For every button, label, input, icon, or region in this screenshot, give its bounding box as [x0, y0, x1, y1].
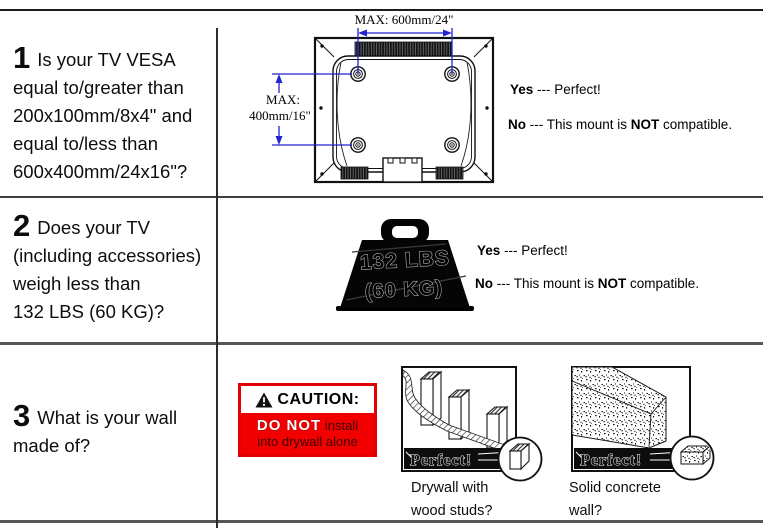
- perfect-banner-drywall-label: Perfect!: [410, 452, 472, 469]
- caution-header: CAUTION:: [241, 386, 374, 413]
- top-border: [0, 9, 763, 11]
- column-divider: [216, 28, 218, 528]
- concrete-slab: [571, 366, 667, 449]
- question-1-number: 1: [13, 40, 31, 75]
- question-3-number: 3: [13, 398, 31, 433]
- bottom-border: [0, 520, 763, 523]
- dimension-vertical: [272, 73, 352, 146]
- answer-yes-1: Yes --- Perfect!: [510, 82, 601, 97]
- answer-no-2: No --- This mount is NOT compatible.: [475, 276, 700, 291]
- drywall-diagram: Perfect!: [401, 366, 543, 482]
- question-3-line-2: made of?: [13, 435, 91, 456]
- answer-no-1: No --- This mount is NOT compatible.: [508, 117, 733, 132]
- top-vent: [354, 41, 453, 57]
- question-1-line-5: 600x400mm/24x16"?: [13, 161, 188, 182]
- perfect-banner-concrete-label: Perfect!: [580, 452, 642, 469]
- concrete-caption: Solid concrete wall?: [569, 480, 661, 519]
- tv-rear-diagram: MAX: 600mm/24" MAX: 400mm/16": [249, 12, 495, 184]
- dim-top-label: MAX: 600mm/24": [355, 12, 454, 27]
- caution-sign: CAUTION: DO NOT install into drywall alo…: [238, 383, 377, 457]
- weight-label-lbs: 132 LBS: [359, 247, 450, 275]
- question-1-line-4: equal to/less than: [13, 133, 159, 154]
- question-2-line-3: weigh less than: [13, 273, 141, 294]
- answer-yes-2: Yes --- Perfect!: [477, 243, 568, 258]
- dim-left-label-1: MAX:: [266, 92, 300, 107]
- divider-2: [0, 342, 763, 345]
- drywall-caption: Drywall with wood studs?: [411, 480, 493, 519]
- question-1-line-2: equal to/greater than: [13, 77, 184, 98]
- divider-1: [0, 196, 763, 198]
- weight-icon: 132 LBS (60 KG): [336, 219, 474, 311]
- question-1-line-3: 200x100mm/8x4" and: [13, 105, 193, 126]
- weight-label-kg: (60 KG): [364, 277, 443, 303]
- question-2-number: 2: [13, 208, 31, 243]
- caution-title: CAUTION:: [277, 390, 360, 408]
- question-2-line-2: (including accessories): [13, 245, 202, 266]
- dim-left-label-2: 400mm/16": [249, 108, 311, 123]
- concrete-wall-diagram: Perfect!: [571, 366, 715, 481]
- caution-triangle-icon: [255, 392, 273, 407]
- dimension-horizontal: [357, 28, 453, 74]
- caution-message: DO NOT install into drywall alone: [256, 416, 359, 449]
- question-2-line-4: 132 LBS (60 KG)?: [13, 301, 165, 322]
